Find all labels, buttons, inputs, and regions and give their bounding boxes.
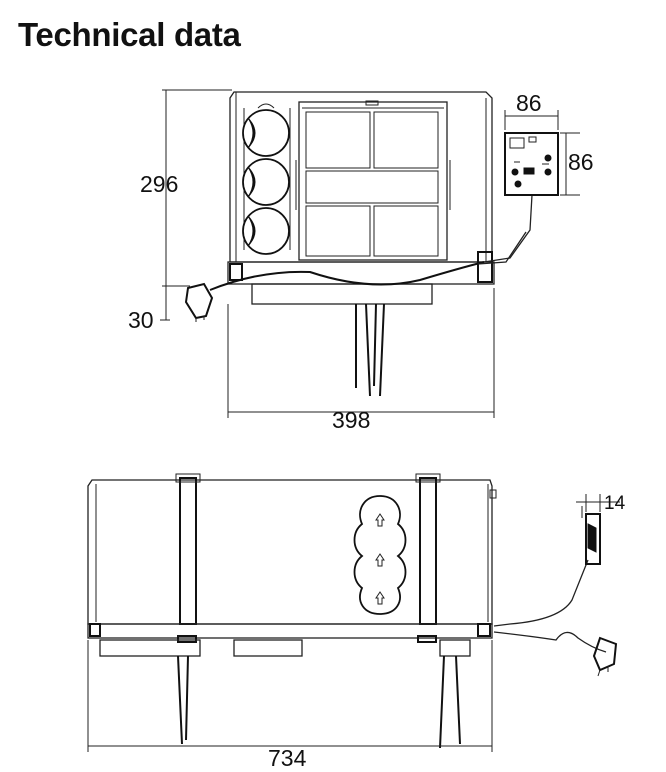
feet-dimension: 30 [128, 307, 154, 333]
side-view [87, 473, 620, 752]
panel-height-dimension: 86 [568, 149, 594, 175]
control-panel-side [581, 506, 601, 565]
page-title: Technical data [18, 16, 241, 53]
air-grille [295, 100, 451, 261]
length-dimension: 734 [268, 745, 307, 771]
width-dimension: 398 [332, 407, 370, 433]
fan-outlets [353, 495, 407, 615]
front-view [160, 89, 580, 418]
height-dimension: 296 [140, 171, 178, 197]
panel-depth-dimension: 14 [604, 493, 626, 514]
control-panel [504, 132, 559, 196]
power-plug-icon [184, 282, 214, 322]
panel-width-dimension: 86 [516, 90, 542, 116]
fan-column [242, 103, 291, 255]
power-plug-icon [592, 636, 618, 677]
